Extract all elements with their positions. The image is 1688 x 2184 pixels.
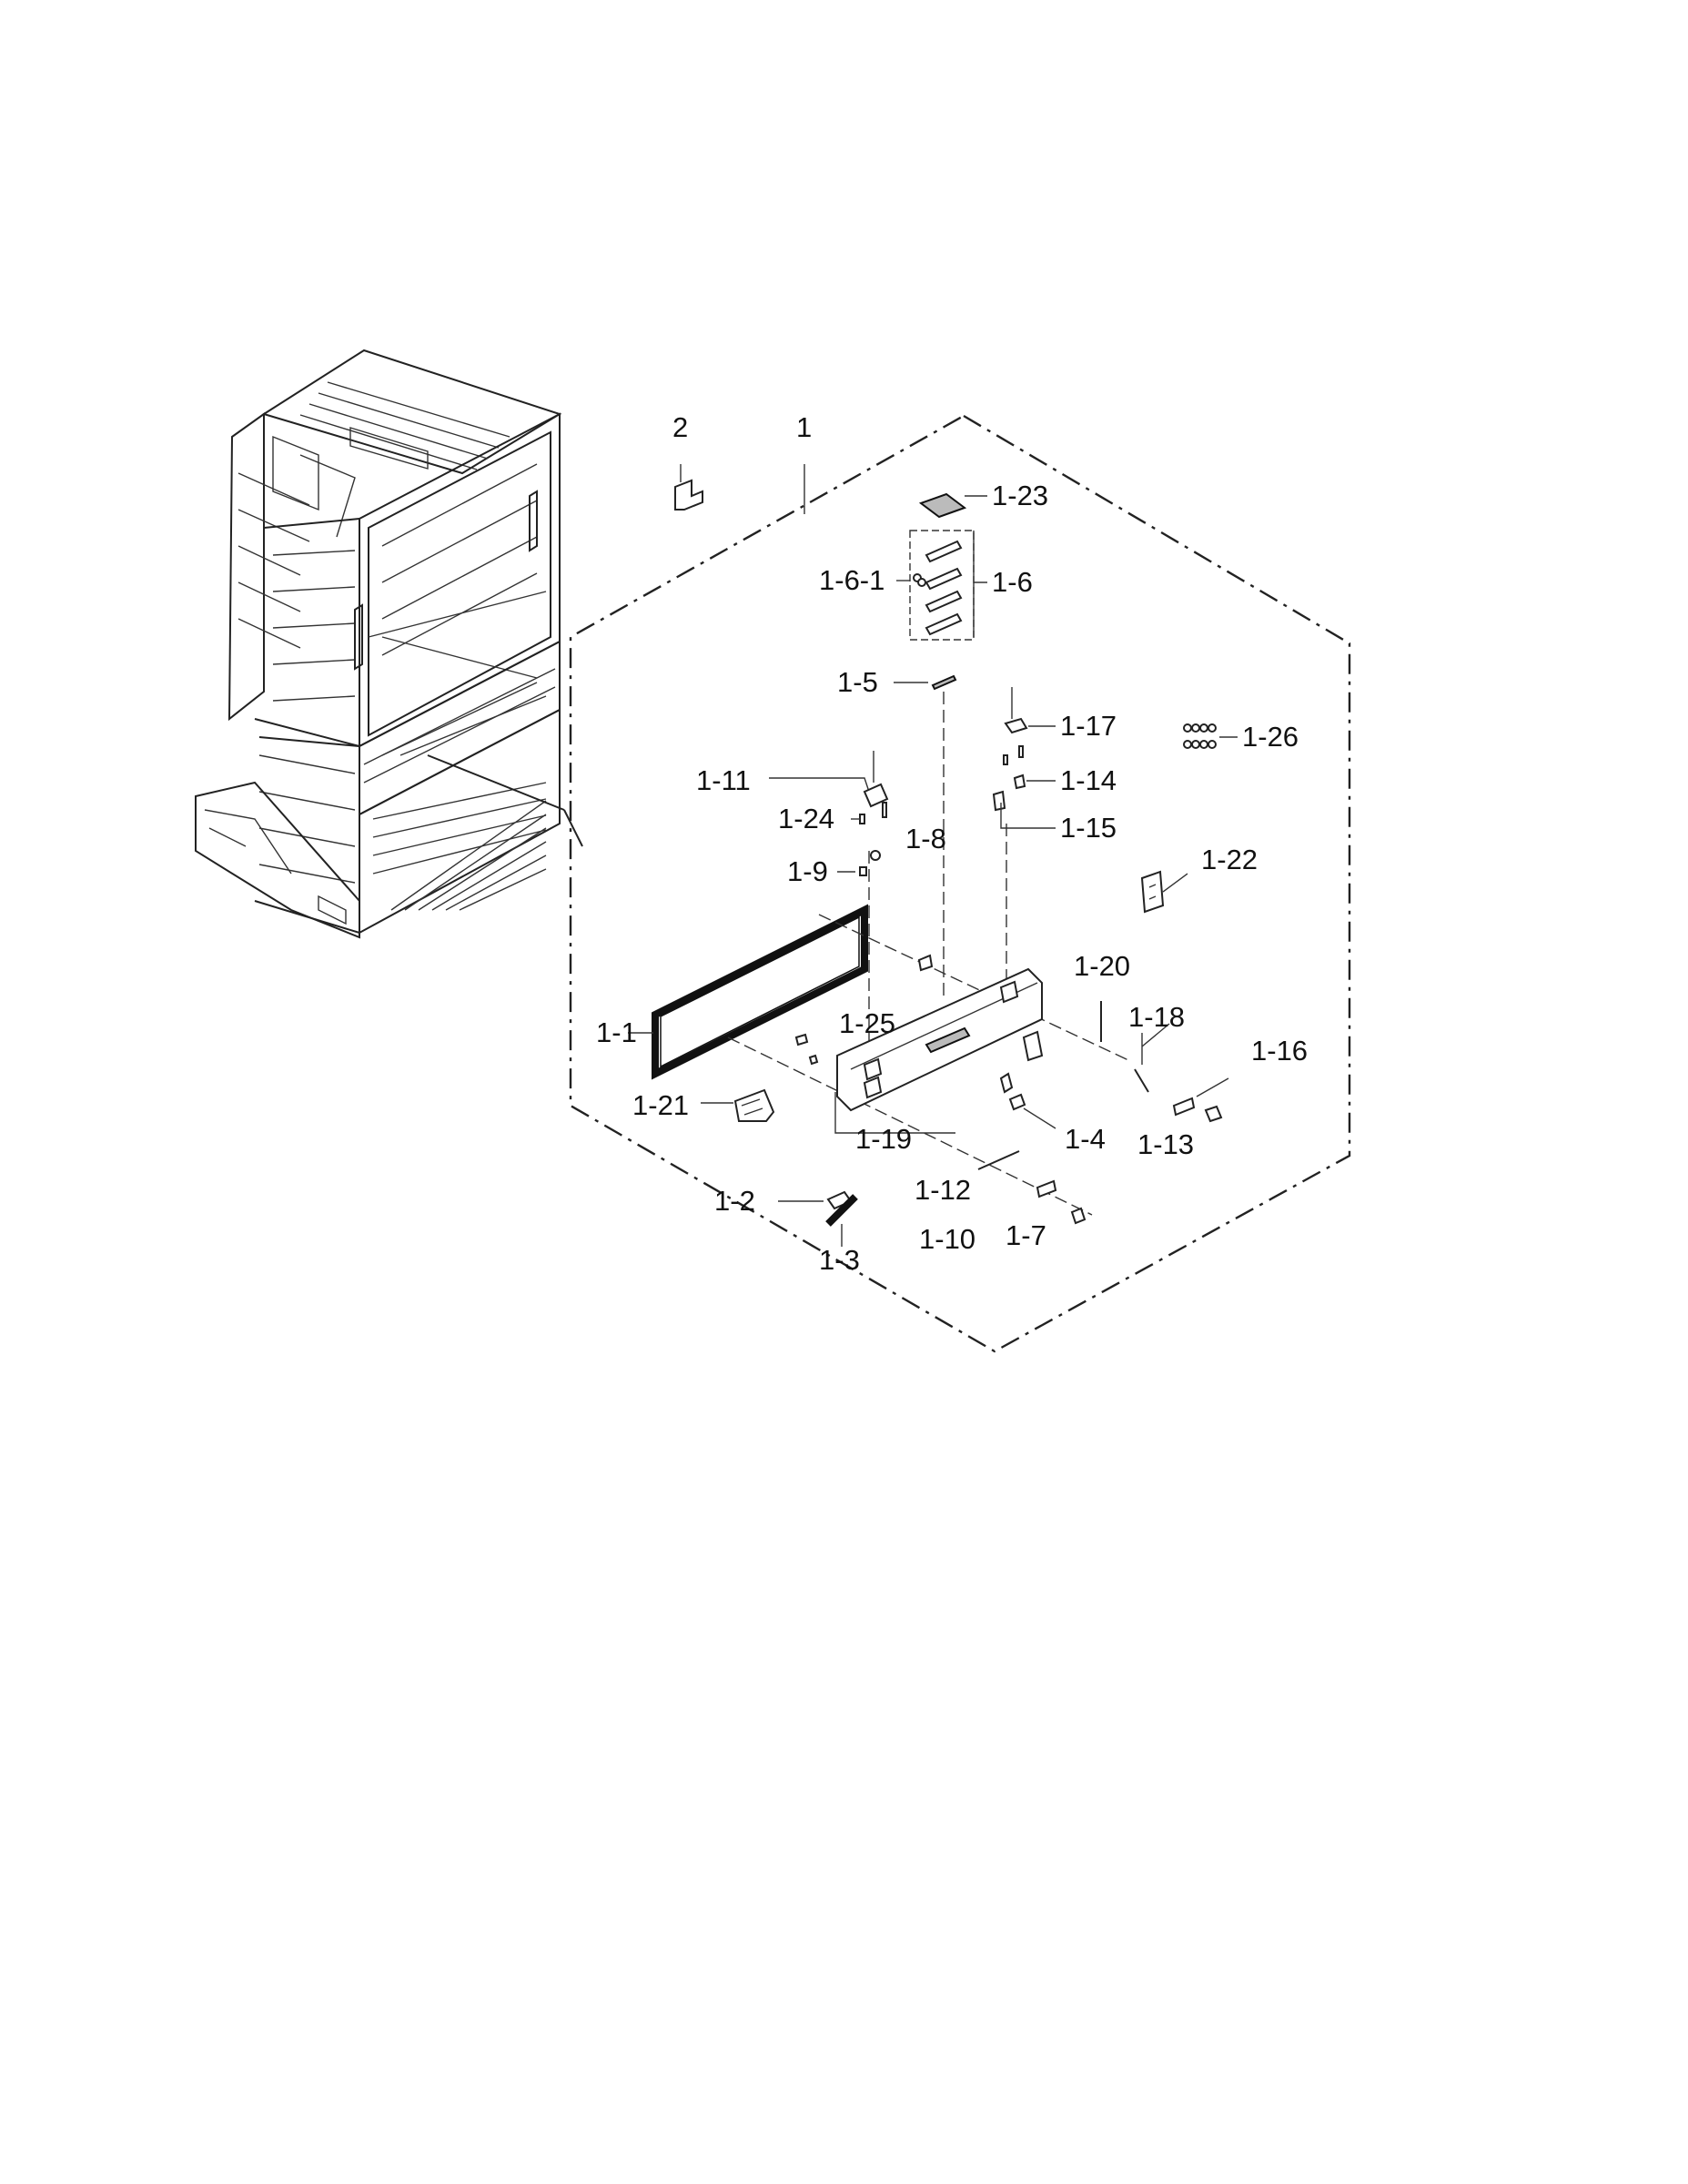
label-2: 2 [672, 411, 688, 443]
part-1-17-1-14-1-15 [992, 687, 1056, 983]
part-1-4 [999, 1072, 1056, 1129]
label-1-8: 1-8 [905, 823, 946, 854]
part-1-19-cover-panel [794, 954, 1044, 1134]
label-1: 1 [796, 411, 812, 443]
label-1-16: 1-16 [1251, 1035, 1308, 1067]
part-1-22-bracket [1140, 870, 1188, 914]
label-1-22: 1-22 [1201, 844, 1258, 875]
part-1-21-hinge [701, 1088, 775, 1122]
label-1-17: 1-17 [1060, 710, 1117, 742]
part-1-6-control-group [896, 530, 987, 641]
part-1-12-1-10-1-7 [977, 1150, 1087, 1225]
part-1-16-1-13 [1172, 1077, 1229, 1123]
label-1-25: 1-25 [839, 1007, 895, 1039]
label-1-23: 1-23 [992, 480, 1048, 511]
label-1-21: 1-21 [632, 1089, 689, 1121]
label-1-4: 1-4 [1065, 1123, 1106, 1155]
label-1-24: 1-24 [778, 803, 834, 834]
callout-labels: 2 1 1-23 1-6-1 1-6 1-5 1-17 1-26 1-11 1-… [596, 411, 1308, 1276]
part-1-11-hinge-column [769, 751, 889, 1074]
label-1-15: 1-15 [1060, 812, 1117, 844]
label-1-3: 1-3 [819, 1244, 860, 1276]
label-1-19: 1-19 [855, 1123, 912, 1155]
label-1-20: 1-20 [1074, 950, 1130, 982]
part-2-bracket [674, 464, 703, 511]
part-1-23-plate [918, 492, 967, 519]
label-1-2: 1-2 [714, 1185, 755, 1217]
label-1-18: 1-18 [1128, 1001, 1185, 1033]
label-1-10: 1-10 [919, 1223, 975, 1255]
label-1-9: 1-9 [787, 855, 828, 887]
label-1-14: 1-14 [1060, 764, 1117, 796]
label-1-26: 1-26 [1242, 721, 1299, 753]
label-1-11: 1-11 [696, 764, 751, 796]
label-1-12: 1-12 [915, 1174, 971, 1206]
part-1-18-pin [1134, 1068, 1149, 1093]
part-1-5 [931, 674, 957, 691]
label-1-6-1: 1-6-1 [819, 564, 884, 596]
label-1-13: 1-13 [1137, 1128, 1194, 1160]
label-1-6: 1-6 [992, 566, 1033, 598]
assembly-1-boundary [569, 414, 1351, 1353]
label-1-5: 1-5 [837, 666, 878, 698]
part-1-26-screws [1183, 723, 1238, 749]
label-1-1: 1-1 [596, 1016, 637, 1048]
label-1-7: 1-7 [1006, 1219, 1046, 1251]
part-1-2-1-3 [778, 1190, 858, 1247]
part-1-1-gasket-frame [628, 904, 868, 1080]
refrigerator-cabinet-illustration [195, 349, 562, 939]
